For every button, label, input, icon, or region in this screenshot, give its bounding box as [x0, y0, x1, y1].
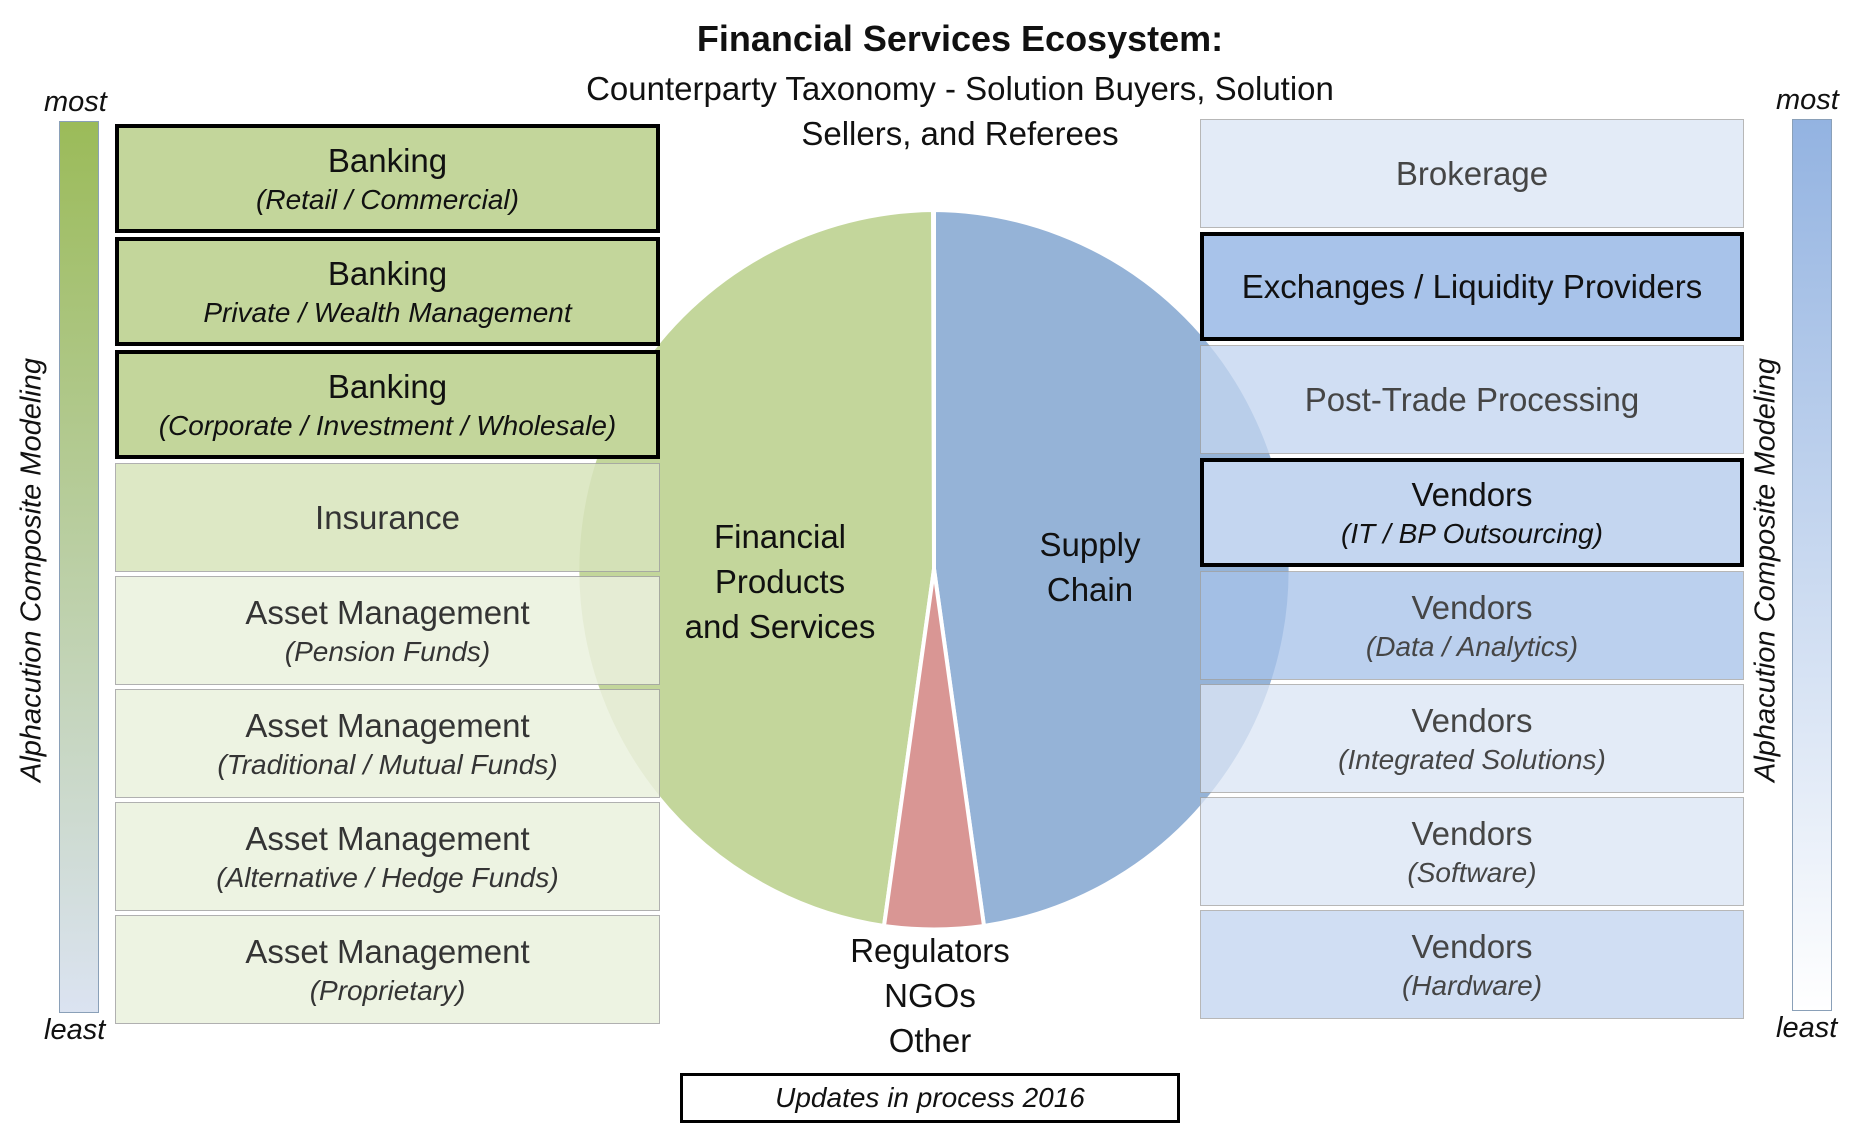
category-detail: (Alternative / Hedge Funds) — [216, 861, 559, 893]
pie-label-regulators-line-3: Other — [888, 1022, 972, 1059]
category-name: Vendors — [1411, 701, 1533, 739]
pie-label-supply-line-2: Chain — [1046, 571, 1134, 608]
pie-label-supply-chain: Supply Chain — [1010, 522, 1170, 612]
category-name: Vendors — [1411, 814, 1533, 852]
category-name: Banking — [327, 141, 448, 179]
right-category-box: Vendors (Hardware) — [1200, 910, 1744, 1019]
pie-slice-regulators — [881, 568, 987, 932]
subtitle-line-2: Sellers, and Referees — [801, 115, 1119, 152]
category-name: Vendors — [1411, 475, 1533, 513]
updates-note: Updates in process 2016 — [680, 1073, 1180, 1123]
left-category-box: Asset Management (Pension Funds) — [115, 576, 660, 685]
left-scale-most: most — [44, 86, 107, 118]
pie-label-regulators-line-1: Regulators — [850, 932, 1010, 969]
left-scale-least: least — [44, 1014, 106, 1046]
left-category-box: Asset Management (Proprietary) — [115, 915, 660, 1024]
category-detail: (Data / Analytics) — [1365, 630, 1579, 662]
right-category-box: Vendors (Data / Analytics) — [1200, 571, 1744, 680]
category-name: Insurance — [315, 498, 460, 536]
diagram-title: Financial Services Ecosystem: — [696, 18, 1224, 59]
right-category-box: Vendors (Integrated Solutions) — [1200, 684, 1744, 793]
category-detail: (Software) — [1407, 856, 1537, 888]
diagram-subtitle: Counterparty Taxonomy - Solution Buyers,… — [545, 66, 1375, 156]
right-category-box: Exchanges / Liquidity Providers — [1200, 232, 1744, 341]
category-detail: (Corporate / Investment / Wholesale) — [158, 409, 617, 441]
right-scale-most: most — [1776, 84, 1839, 116]
left-category-box: Banking (Retail / Commercial) — [115, 124, 660, 233]
category-name: Post-Trade Processing — [1304, 380, 1640, 418]
subtitle-line-1: Counterparty Taxonomy - Solution Buyers,… — [586, 70, 1334, 107]
category-name: Asset Management — [245, 706, 530, 744]
pie-label-regulators: Regulators NGOs Other — [830, 928, 1030, 1063]
pie-label-financial: Financial Products and Services — [660, 514, 900, 649]
left-category-box: Asset Management (Traditional / Mutual Fu… — [115, 689, 660, 798]
pie-label-financial-line-3: and Services — [684, 608, 876, 645]
category-detail: (IT / BP Outsourcing) — [1341, 517, 1603, 549]
right-category-box: Vendors (IT / BP Outsourcing) — [1200, 458, 1744, 567]
category-name: Banking — [327, 367, 448, 405]
category-name: Asset Management — [245, 593, 530, 631]
category-name: Vendors — [1411, 588, 1533, 626]
category-detail: (Integrated Solutions) — [1338, 743, 1606, 775]
right-category-box: Vendors (Software) — [1200, 797, 1744, 906]
category-detail: (Traditional / Mutual Funds) — [217, 748, 558, 780]
pie-label-regulators-line-2: NGOs — [884, 977, 976, 1014]
left-category-box: Asset Management (Alternative / Hedge Fun… — [115, 802, 660, 911]
left-category-box: Banking (Corporate / Investment / Wholesa… — [115, 350, 660, 459]
category-detail: (Hardware) — [1401, 969, 1543, 1001]
left-category-box: Insurance — [115, 463, 660, 572]
category-name: Asset Management — [245, 932, 530, 970]
category-name: Asset Management — [245, 819, 530, 857]
category-detail: Private / Wealth Management — [203, 296, 572, 328]
category-detail: (Pension Funds) — [284, 635, 491, 667]
left-scale-gradient-bar — [59, 121, 99, 1013]
pie-label-supply-line-1: Supply — [1039, 526, 1141, 563]
category-name: Banking — [327, 254, 448, 292]
right-scale-least: least — [1776, 1012, 1838, 1044]
right-category-box: Post-Trade Processing — [1200, 345, 1744, 454]
category-name: Brokerage — [1395, 154, 1549, 192]
pie-label-financial-line-2: Products — [714, 563, 846, 600]
right-scale-gradient-bar — [1792, 119, 1832, 1011]
category-name: Exchanges / Liquidity Providers — [1241, 267, 1703, 305]
category-detail: (Proprietary) — [309, 974, 466, 1006]
right-category-box: Brokerage — [1200, 119, 1744, 228]
category-name: Vendors — [1411, 927, 1533, 965]
category-detail: (Retail / Commercial) — [256, 183, 519, 215]
pie-label-financial-line-1: Financial — [713, 518, 847, 555]
